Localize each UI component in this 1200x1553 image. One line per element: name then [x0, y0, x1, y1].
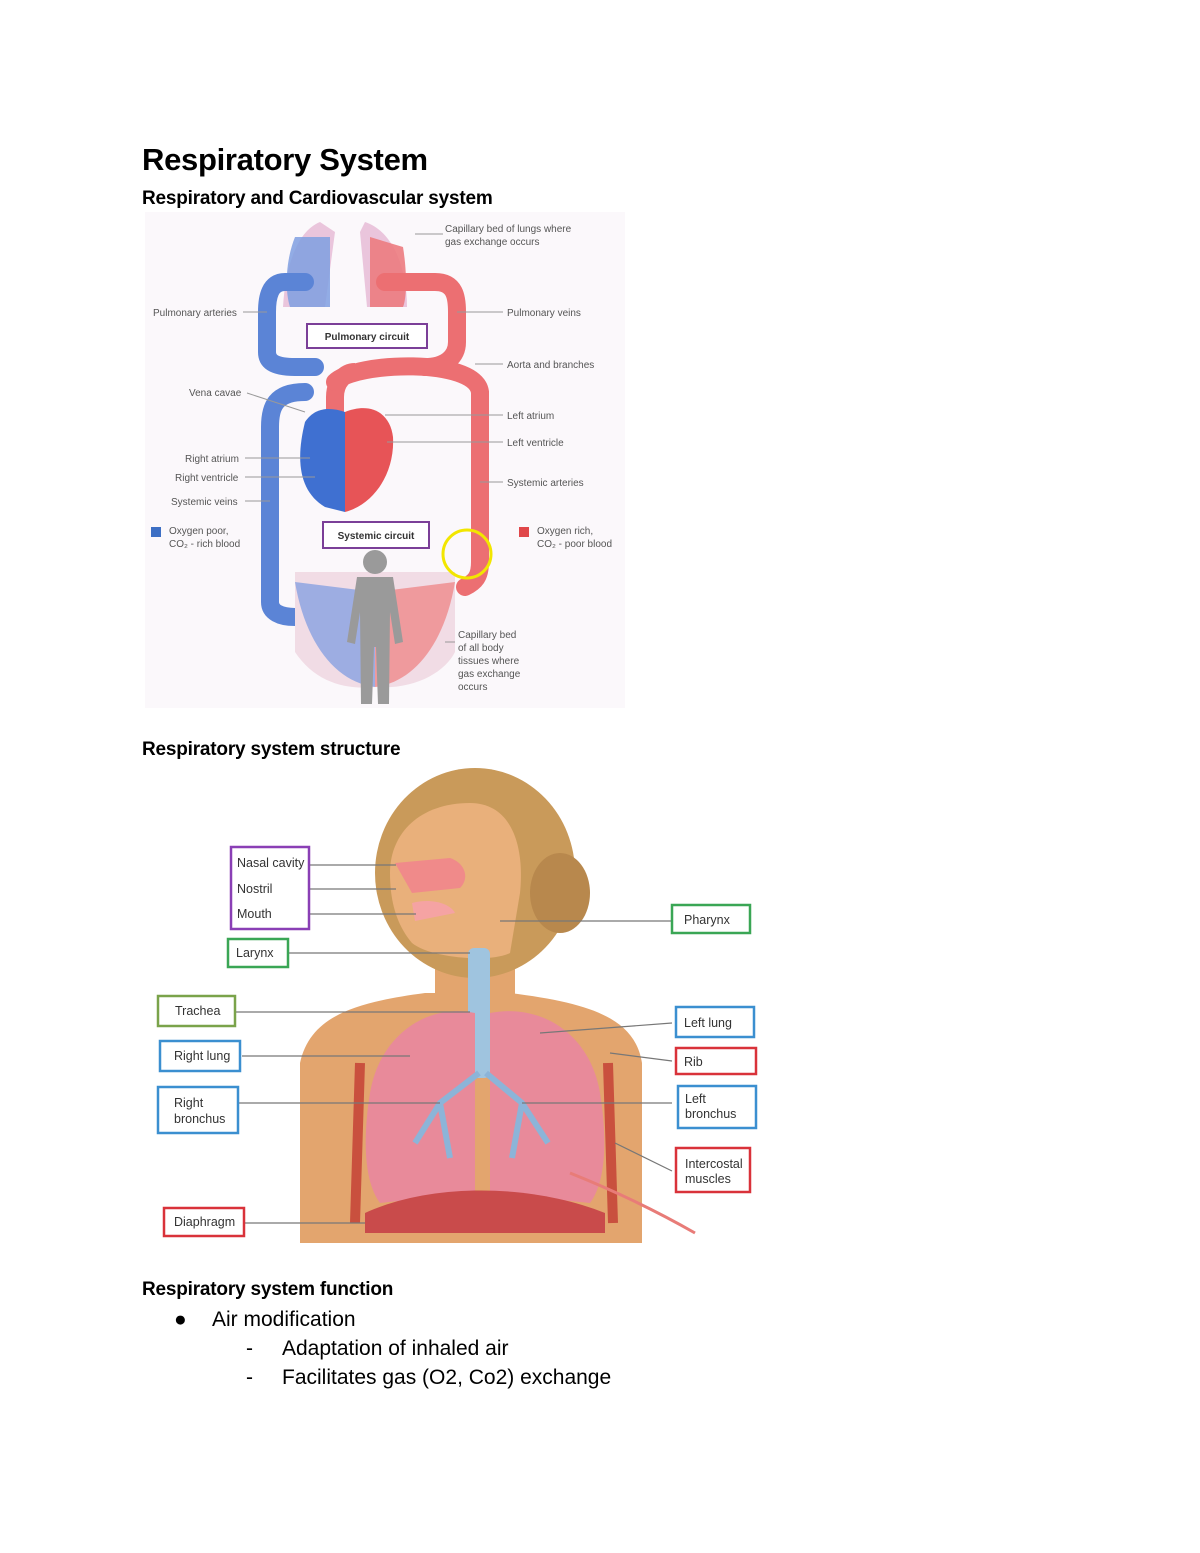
- dash-icon: -: [246, 1337, 253, 1360]
- oxygen-poor-label-1: Oxygen poor,: [169, 526, 228, 537]
- capillary-body-label-3: tissues where: [458, 656, 520, 667]
- function-list: ● Air modification - Adaptation of inhal…: [142, 1305, 611, 1392]
- section-heading-cardio: Respiratory and Cardiovascular system: [142, 188, 493, 209]
- heart-left-side: [345, 408, 394, 512]
- right-lung-label: Right lung: [174, 1049, 230, 1063]
- systemic-circuit-box: [322, 521, 430, 549]
- section-heading-structure: Respiratory system structure: [142, 739, 401, 760]
- larynx-label: Larynx: [236, 946, 274, 960]
- rib-label: Rib: [684, 1055, 703, 1069]
- systemic-arteries-label: Systemic arteries: [507, 478, 584, 489]
- section-heading-function: Respiratory system function: [142, 1279, 394, 1300]
- dash-icon: -: [246, 1366, 253, 1389]
- pulmonary-circuit-box: [306, 323, 428, 349]
- nostril-label: Nostril: [237, 882, 272, 896]
- pharynx-label: Pharynx: [684, 913, 731, 927]
- right-atrium-label: Right atrium: [185, 454, 239, 465]
- oxygen-rich-swatch: [519, 527, 529, 537]
- left-bronchus-box: [676, 1084, 758, 1130]
- mouth-label: Mouth: [237, 907, 272, 921]
- capillary-body-label-2: of all body: [458, 643, 504, 654]
- nasal-cavity-shape: [395, 858, 466, 893]
- human-silhouette: [347, 550, 403, 704]
- intercostal-box: [674, 1146, 752, 1194]
- intercostal-label-2: muscles: [685, 1172, 731, 1186]
- aorta-path: [326, 357, 489, 596]
- left-ventricle-label: Left ventricle: [507, 438, 564, 449]
- aorta-label: Aorta and branches: [507, 360, 594, 371]
- diaphragm-label: Diaphragm: [174, 1215, 235, 1229]
- list-item: - Adaptation of inhaled air: [142, 1334, 611, 1363]
- bullet-icon: ●: [174, 1308, 187, 1331]
- left-atrium-label: Left atrium: [507, 411, 554, 422]
- pulmonary-circuit-label: Pulmonary circuit: [325, 332, 410, 343]
- left-lung-box: [674, 1005, 756, 1039]
- diaphragm-shape: [365, 1190, 605, 1233]
- list-item-text: Air modification: [212, 1308, 356, 1331]
- vena-cavae-path: [261, 383, 314, 626]
- left-bronchus-label-1: Left: [685, 1092, 706, 1106]
- capillary-lungs-label-1: Capillary bed of lungs where: [445, 224, 572, 235]
- oxygen-rich-label-2: CO₂ - poor blood: [537, 539, 612, 550]
- right-bronchus-label-2: bronchus: [174, 1112, 225, 1126]
- list-item-text: Facilitates gas (O2, Co2) exchange: [282, 1366, 612, 1389]
- oxygen-poor-label-2: CO₂ - rich blood: [169, 539, 240, 550]
- left-lung-label: Left lung: [684, 1016, 732, 1030]
- circulation-diagram: Pulmonary circuit Systemic circuit Capil…: [145, 212, 625, 708]
- list-item: ● Air modification: [142, 1305, 611, 1334]
- list-item: - Facilitates gas (O2, Co2) exchange: [142, 1363, 611, 1392]
- right-lung-box: [158, 1039, 242, 1073]
- page-title: Respiratory System: [142, 142, 428, 177]
- right-bronchus-label-1: Right: [174, 1096, 204, 1110]
- pulmonary-arteries-label: Pulmonary arteries: [153, 308, 237, 319]
- nasal-group-box: [229, 845, 311, 931]
- heart-right-side: [300, 409, 345, 512]
- pharynx-box: [670, 903, 752, 935]
- diaphragm-box: [162, 1206, 246, 1238]
- right-bronchus-box: [156, 1085, 240, 1135]
- pulmonary-artery-path: [258, 273, 324, 376]
- intercostal-label-1: Intercostal: [685, 1157, 743, 1171]
- oxygen-poor-swatch: [151, 527, 161, 537]
- trachea-label: Trachea: [175, 1004, 220, 1018]
- oxygen-rich-label-1: Oxygen rich,: [537, 526, 593, 537]
- highlight-circle: [441, 528, 493, 580]
- systemic-circuit-label: Systemic circuit: [338, 531, 415, 542]
- right-ventricle-label: Right ventricle: [175, 473, 239, 484]
- rib-box: [674, 1046, 758, 1076]
- capillary-body-label-1: Capillary bed: [458, 630, 516, 641]
- vena-cavae-label: Vena cavae: [189, 388, 242, 399]
- capillary-body-label-5: occurs: [458, 682, 487, 693]
- systemic-veins-label: Systemic veins: [171, 497, 238, 508]
- left-lung-shape: [490, 1011, 605, 1203]
- pulmonary-veins-label: Pulmonary veins: [507, 308, 581, 319]
- left-bronchus-label-2: bronchus: [685, 1107, 736, 1121]
- nasal-cavity-label: Nasal cavity: [237, 856, 305, 870]
- larynx-box: [226, 937, 290, 969]
- capillary-lungs-label-2: gas exchange occurs: [445, 237, 540, 248]
- respiratory-anatomy-diagram: Nasal cavity Nostril Mouth Larynx Pharyn…: [156, 768, 758, 1243]
- trachea-box: [156, 994, 237, 1028]
- capillary-body-label-4: gas exchange: [458, 669, 521, 680]
- list-item-text: Adaptation of inhaled air: [282, 1337, 509, 1360]
